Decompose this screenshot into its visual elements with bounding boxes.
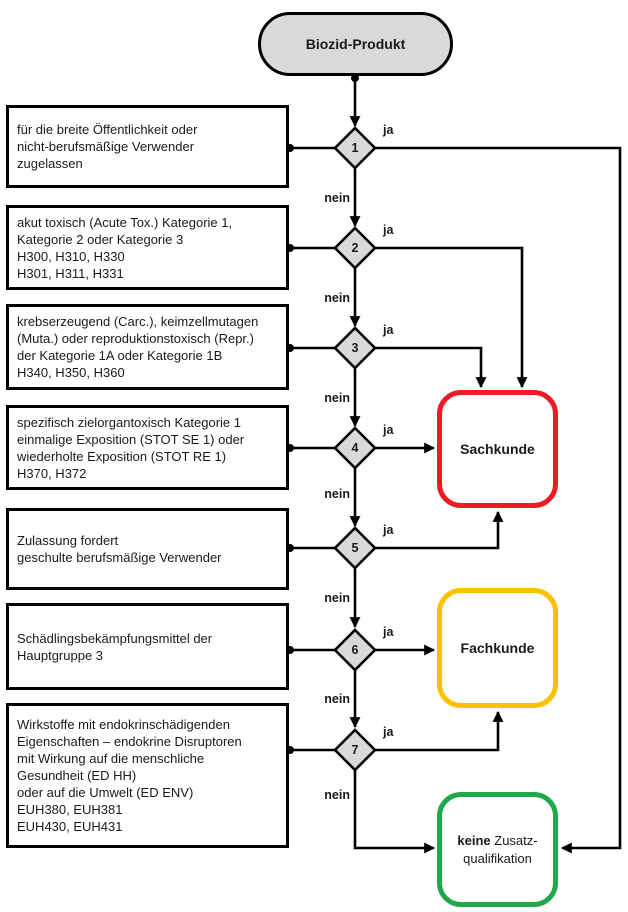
condition-text-2: akut toxisch (Acute Tox.) Kategorie 1, K… (17, 214, 233, 281)
label-nein-4: nein (324, 487, 350, 501)
decision-number-2: 2 (351, 241, 359, 255)
arrow-d7-ja-to-fachkunde (374, 710, 504, 752)
label-ja-4: ja (383, 423, 394, 437)
label-nein-6: nein (324, 692, 350, 706)
decision-number-3: 3 (351, 341, 359, 355)
label-ja-3: ja (383, 323, 394, 337)
decision-number-1: 1 (351, 141, 359, 155)
arrow-d2-ja-to-sachkunde (374, 246, 528, 389)
arrow-d3-ja-to-sachkunde (374, 346, 487, 389)
decision-diamond-5 (333, 526, 377, 570)
condition-text-4: spezifisch zielorgantoxisch Kategorie 1 … (17, 414, 245, 481)
label-ja-5: ja (383, 523, 394, 537)
outcome-keine-bold: keine (457, 832, 491, 848)
outcome-keine-rest: Zusatz- (490, 832, 538, 848)
outcome-keine-zusatzqualifikation: keine Zusatz-qualifikation (437, 792, 558, 907)
arrow-d1-ja-to-keine (374, 146, 622, 854)
condition-box-5: Zulassung fordert geschulte berufsmäßige… (6, 508, 289, 590)
label-nein-7: nein (324, 788, 350, 802)
condition-text-5: Zulassung fordert geschulte berufsmäßige… (17, 533, 222, 565)
label-nein-3: nein (324, 391, 350, 405)
junction-dots (286, 74, 359, 754)
decision-number-4: 4 (351, 441, 359, 455)
decision-diamond-3 (333, 326, 377, 370)
label-nein-1: nein (324, 191, 350, 205)
start-node-label: Biozid-Produkt (305, 36, 406, 52)
outcome-fachkunde: Fachkunde (437, 588, 558, 708)
condition-text-6: Schädlingsbekämpfungsmittel der Hauptgru… (17, 630, 213, 663)
label-nein-2: nein (324, 291, 350, 305)
label-ja-2: ja (383, 223, 394, 237)
start-node: Biozid-Produkt (258, 12, 453, 76)
decision-diamond-6 (333, 628, 377, 672)
decision-diamond-1 (333, 126, 377, 170)
condition-box-7: Wirkstoffe mit endokrinschädigenden Eige… (6, 703, 289, 848)
arrow-d5-ja-to-sachkunde (374, 510, 504, 550)
condition-box-6: Schädlingsbekämpfungsmittel der Hauptgru… (6, 603, 289, 690)
label-ja-1: ja (383, 123, 394, 137)
outcome-sachkunde-label: Sachkunde (460, 441, 535, 457)
decision-diamond-7 (333, 728, 377, 772)
decision-number-5: 5 (351, 541, 359, 555)
outcome-fachkunde-label: Fachkunde (460, 640, 535, 656)
decision-diamond-2 (333, 226, 377, 270)
decision-diamond-4 (333, 426, 377, 470)
label-ja-6: ja (383, 625, 394, 639)
decision-number-7: 7 (351, 743, 359, 757)
outcome-keine-label: keine Zusatz-qualifikation (457, 832, 537, 868)
condition-text-1: für die breite Öffentlichkeit oder nicht… (17, 122, 198, 171)
condition-box-2: akut toxisch (Acute Tox.) Kategorie 1, K… (6, 205, 289, 290)
arrow-d7-nein-to-keine (353, 770, 436, 854)
condition-box-4: spezifisch zielorgantoxisch Kategorie 1 … (6, 405, 289, 490)
outcome-keine-line2: qualifikation (463, 850, 532, 866)
condition-text-3: krebserzeugend (Carc.), keimzellmutagen … (17, 314, 259, 380)
label-ja-7: ja (383, 725, 394, 739)
condition-box-1: für die breite Öffentlichkeit oder nicht… (6, 105, 289, 188)
condition-text-7: Wirkstoffe mit endokrinschädigenden Eige… (17, 717, 242, 834)
label-nein-5: nein (324, 591, 350, 605)
decision-number-6: 6 (351, 643, 359, 657)
condition-box-3: krebserzeugend (Carc.), keimzellmutagen … (6, 304, 289, 390)
outcome-sachkunde: Sachkunde (437, 390, 558, 508)
